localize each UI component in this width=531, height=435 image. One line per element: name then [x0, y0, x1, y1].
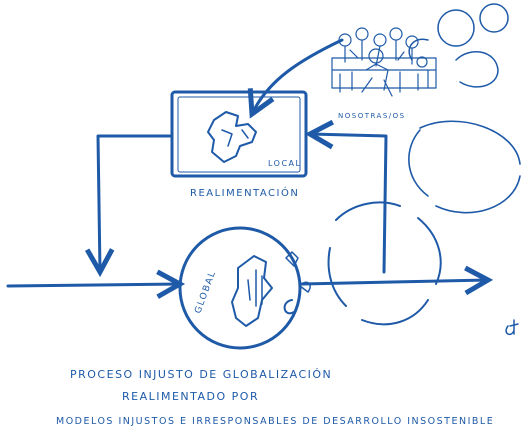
cycle-circle: [327, 201, 442, 326]
caption-line-3: MODELOS INJUSTOS E IRRESPONSABLES DE DES…: [56, 416, 494, 427]
feedback-right-line: [310, 134, 388, 274]
input-arrow: [6, 284, 180, 286]
output-arrow: [300, 280, 488, 284]
people-group-icon: [331, 27, 437, 97]
realimentacion-label: REALIMENTACIÓN: [190, 186, 299, 199]
caption-line-1: PROCESO INJUSTO DE GLOBALIZACIÓN: [70, 368, 332, 381]
global-label: GLOBAL: [193, 269, 218, 315]
map-sketch-icon: [207, 111, 257, 163]
caption-line-2: REALIMENTADO POR: [122, 390, 259, 403]
signature-icon: [505, 319, 519, 336]
feedback-left-line: [98, 134, 174, 272]
nosotros-label: NOSOTRAS/OS: [338, 112, 406, 120]
top-right-circles: [408, 3, 509, 88]
local-label: LOCAL: [268, 159, 301, 168]
global-circle: [178, 226, 302, 350]
right-circle: [408, 120, 521, 214]
world-map-icon: [231, 251, 311, 327]
arrow-people-to-local: [252, 38, 344, 114]
